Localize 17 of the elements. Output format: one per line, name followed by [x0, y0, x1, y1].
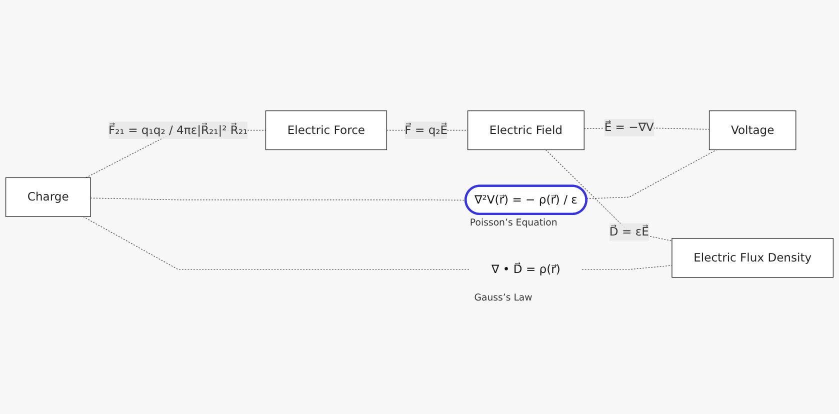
node-box: Electric Force [265, 110, 388, 150]
connector [82, 216, 470, 270]
connector [586, 149, 718, 199]
connector [582, 264, 672, 270]
equation-caption: Poisson’s Equation [470, 217, 558, 228]
node-box: Electric Flux Density [672, 238, 834, 278]
node-box: Charge [5, 177, 91, 217]
node-box: Voltage [708, 110, 796, 150]
node-text: ∇ • D⃗ = ρ(r⃗) [492, 262, 560, 276]
edge-label: F⃗ = q₂E⃗ [404, 122, 448, 137]
edge-label: E⃗ = −∇V [604, 120, 654, 134]
edge-label: D⃗ = εE⃗ [609, 224, 649, 238]
connector [545, 149, 672, 242]
edge-label: F⃗₂₁ = q₁q₂ / 4πε|R⃗₂₁|² R⃗₂₁ [108, 122, 248, 137]
node-box: Electric Field [467, 110, 584, 150]
equation-caption: Gauss’s Law [474, 292, 532, 304]
connector [90, 198, 466, 200]
